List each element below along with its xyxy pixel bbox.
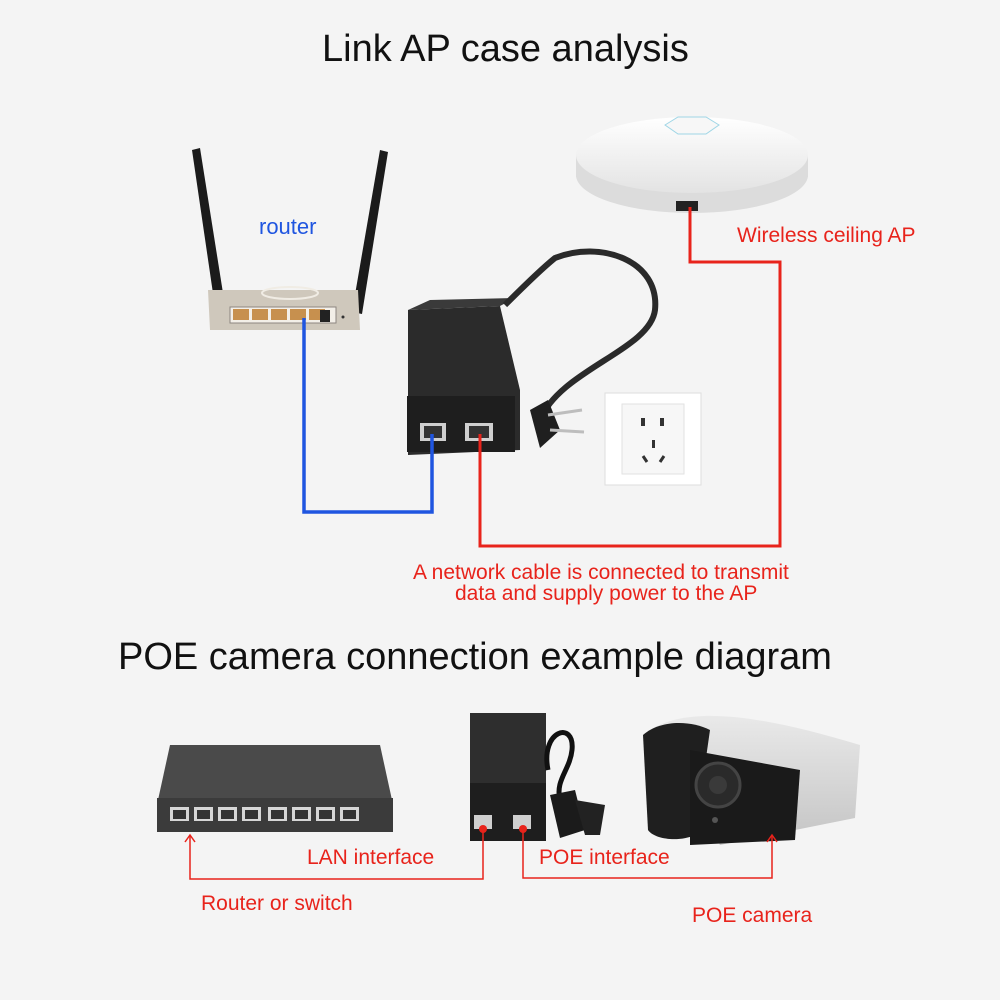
data-line-router-to-injector — [302, 318, 434, 514]
note-line-1: A network cable is connected to transmit — [413, 561, 789, 584]
poe-camera-device — [643, 715, 860, 845]
poe-injector-bottom — [470, 713, 605, 841]
note-line-2: data and supply power to the AP — [455, 582, 758, 605]
lan-port-dot — [479, 825, 487, 833]
poe-line — [522, 830, 773, 879]
router-device — [192, 148, 388, 330]
wall-socket — [604, 392, 702, 486]
section2-title: POE camera connection example diagram — [118, 636, 832, 678]
poe-camera-label: POE camera — [692, 904, 813, 927]
section1-title: Link AP case analysis — [322, 28, 689, 70]
ap-ethernet-port — [676, 201, 698, 211]
router-or-switch-label: Router or switch — [201, 892, 353, 915]
router-antenna-right — [352, 150, 388, 314]
router-logo — [261, 286, 319, 300]
router-antenna-left — [192, 148, 226, 314]
wireless-ap-label: Wireless ceiling AP — [737, 224, 916, 247]
power-plug — [530, 400, 560, 448]
router-power-port — [320, 310, 330, 322]
network-switch — [157, 745, 393, 832]
lan-line — [189, 830, 484, 880]
poe-arrow — [766, 833, 778, 843]
lan-arrow — [184, 833, 196, 843]
lan-interface-label: LAN interface — [307, 846, 435, 869]
poe-injector-top — [407, 248, 659, 455]
router-label: router — [259, 214, 317, 239]
power-line-injector-to-ap — [478, 207, 782, 548]
poe-port-dot — [519, 825, 527, 833]
poe-interface-label: POE interface — [539, 846, 670, 869]
router-reset-button — [341, 315, 345, 319]
ceiling-ap-device — [576, 116, 808, 213]
